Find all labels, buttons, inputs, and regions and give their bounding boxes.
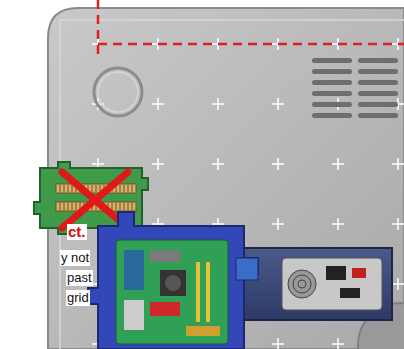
- rule-text: grid: [66, 290, 90, 306]
- rule-text: y not: [60, 250, 90, 266]
- power-supply-tile: [236, 248, 392, 320]
- warning-heading: ct.: [67, 224, 87, 240]
- grid-limit-line: [98, 0, 404, 58]
- vent-slots: [312, 58, 398, 118]
- motherboard-tile: [88, 212, 258, 349]
- case-hole: [94, 68, 142, 116]
- rule-text: past: [66, 270, 93, 286]
